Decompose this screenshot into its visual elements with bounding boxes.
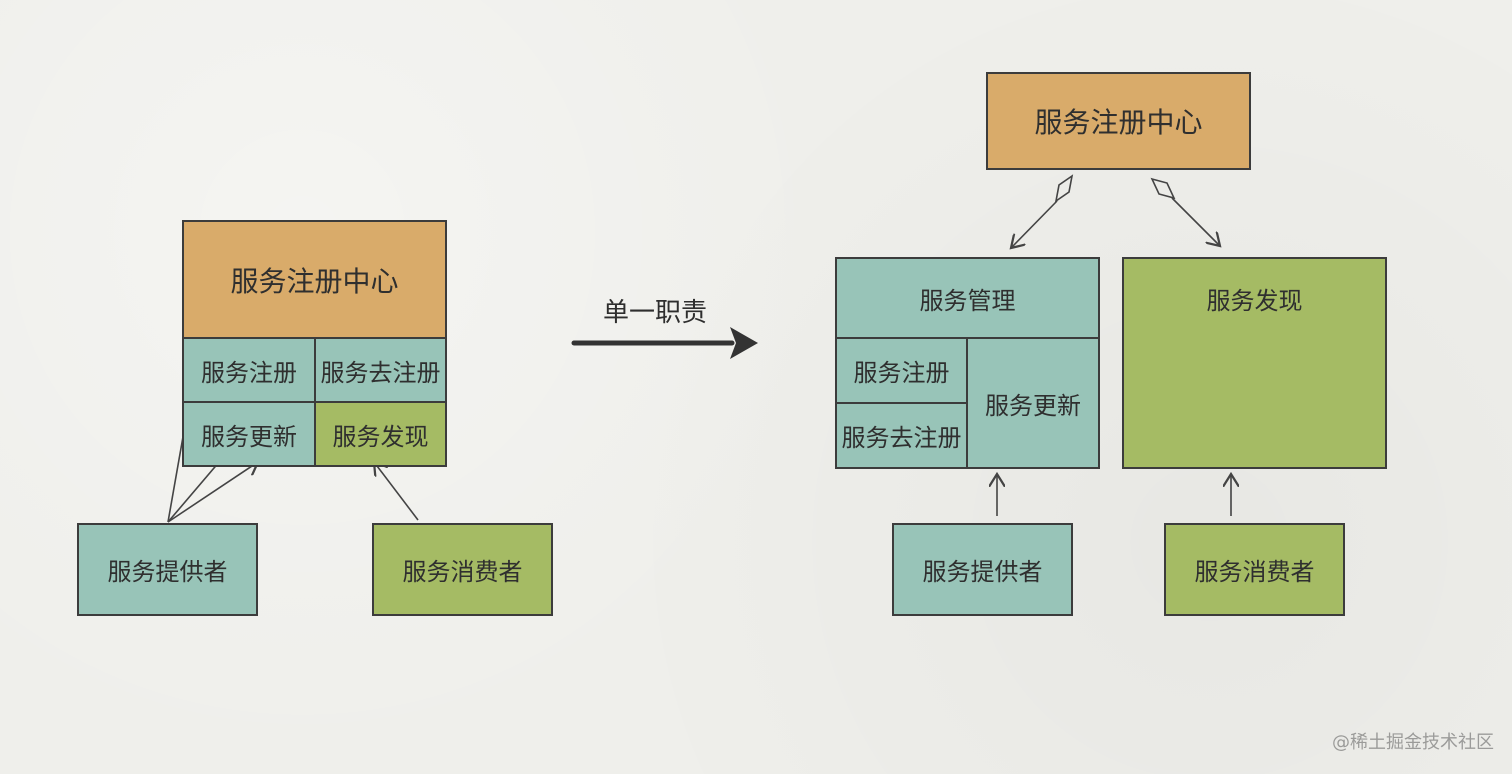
left-registry-center: 服务注册中心 [182, 220, 447, 339]
right-registry-center: 服务注册中心 [986, 72, 1251, 170]
right-provider-box: 服务提供者 [892, 523, 1073, 616]
right-consumer-box: 服务消费者 [1164, 523, 1345, 616]
diamond-left [1054, 174, 1074, 203]
right-service-management: 服务管理 [835, 257, 1100, 339]
arrow-registry-to-discovery [1171, 197, 1220, 246]
left-consumer-box: 服务消费者 [372, 523, 553, 616]
arrow-provider-to-update [167, 462, 258, 523]
transform-label: 单一职责 [603, 298, 708, 328]
left-discovery-box: 服务发现 [314, 401, 447, 467]
arrow-consumer-to-discovery [374, 462, 419, 521]
right-update-box: 服务更新 [966, 337, 1100, 469]
left-update-box: 服务更新 [182, 401, 316, 467]
right-deregister-box: 服务去注册 [835, 402, 968, 469]
arrow-registry-to-management [1011, 200, 1058, 248]
left-provider-box: 服务提供者 [77, 523, 258, 616]
left-deregister-box: 服务去注册 [314, 337, 447, 403]
right-register-box: 服务注册 [835, 337, 968, 404]
left-register-box: 服务注册 [182, 337, 316, 403]
right-discovery-box: 服务发现 [1122, 257, 1387, 469]
watermark: @稀土掘金技术社区 [1332, 732, 1494, 753]
transform-arrow-head [730, 327, 758, 359]
diamond-right [1150, 177, 1176, 200]
